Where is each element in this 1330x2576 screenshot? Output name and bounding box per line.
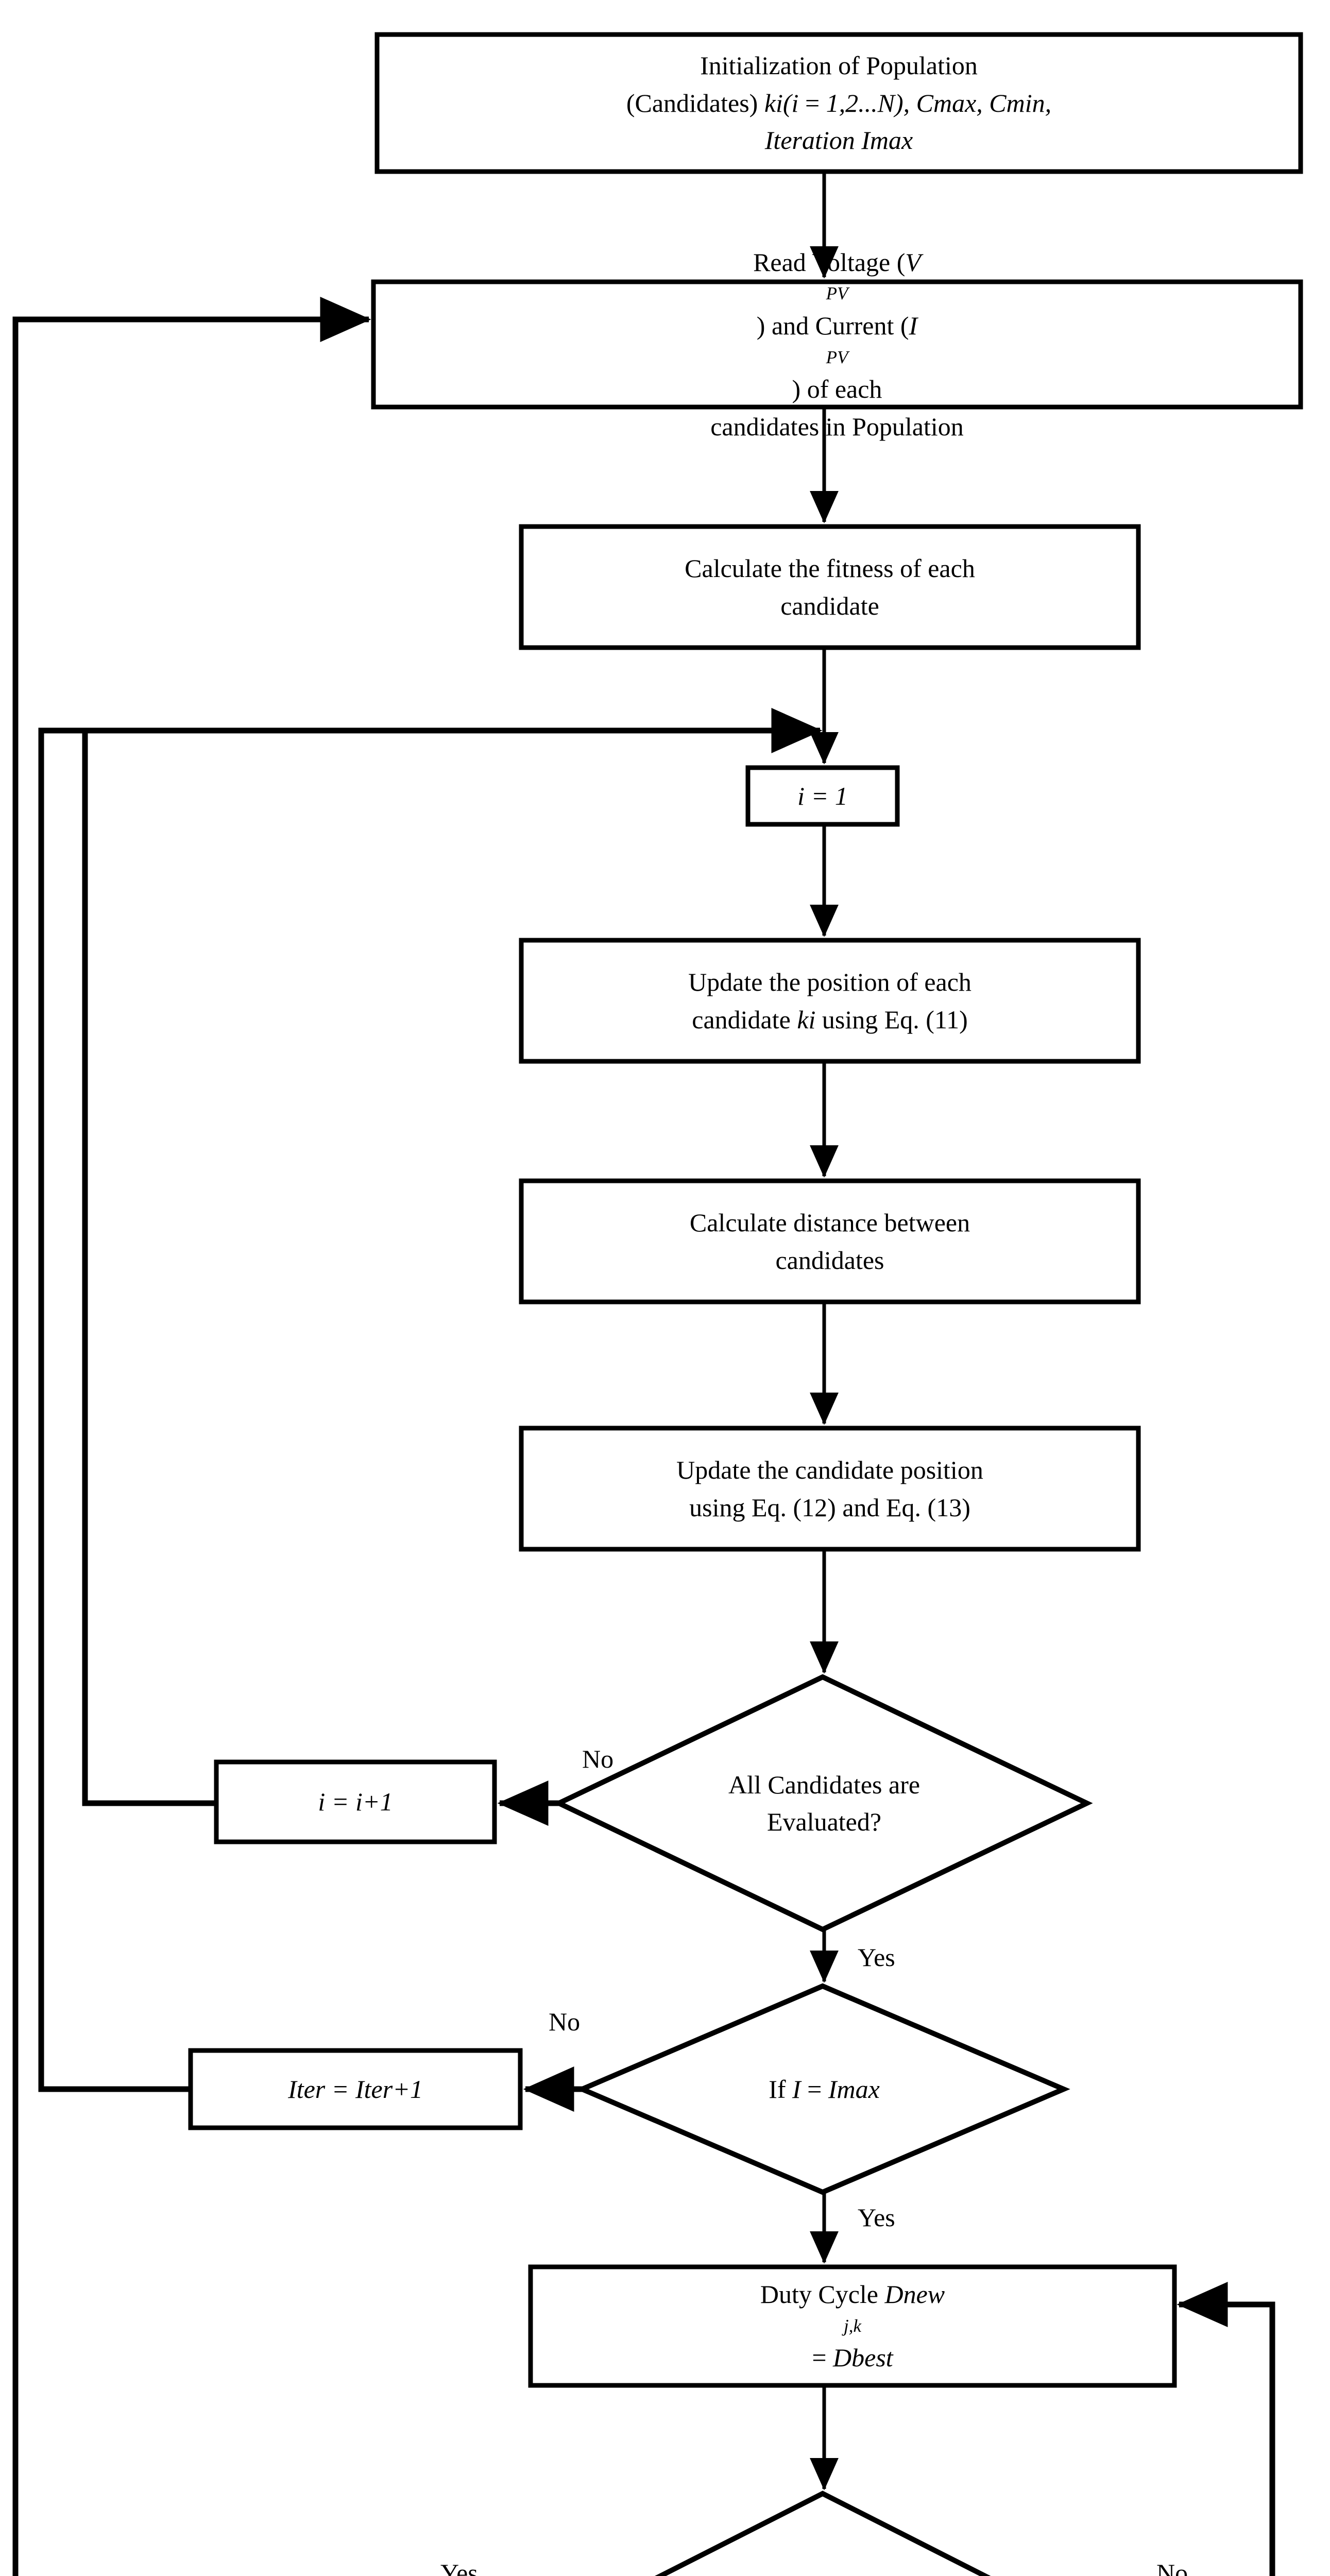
node-iter-increment-shape — [188, 2048, 523, 2130]
edge-power-check-yes-return — [12, 297, 371, 2576]
node-read-shape — [371, 279, 1303, 410]
node-duty-cycle-shape — [528, 2264, 1177, 2388]
edge-label-yes-all-evaluated: Yes — [858, 1943, 895, 1972]
node-update-candidate-shape — [519, 1426, 1141, 1552]
node-i-increment-shape — [214, 1759, 497, 1844]
edge-label-no-if-imax: No — [549, 2007, 581, 2036]
node-power-check-shape — [655, 2490, 991, 2576]
node-all-evaluated-shape — [553, 1674, 1093, 1933]
node-distance-shape — [519, 1178, 1141, 1304]
node-update-position-shape — [519, 938, 1141, 1064]
edge-i-increment-return — [82, 708, 823, 1806]
node-i-init-shape — [745, 765, 900, 827]
edge-label-yes-if-imax: Yes — [858, 2203, 895, 2232]
edge-power-check-no-return — [1176, 2282, 1275, 2576]
node-init-shape — [374, 32, 1303, 174]
edge-label-no-all-evaluated: No — [582, 1744, 614, 1773]
edge-iter-increment-return — [38, 727, 191, 2092]
node-fitness-shape — [519, 524, 1141, 650]
edge-label-no-power-check: No — [1156, 2558, 1188, 2576]
edge-label-yes-power-check: Yes — [440, 2558, 478, 2576]
node-if-imax-shape — [575, 1983, 1070, 2195]
